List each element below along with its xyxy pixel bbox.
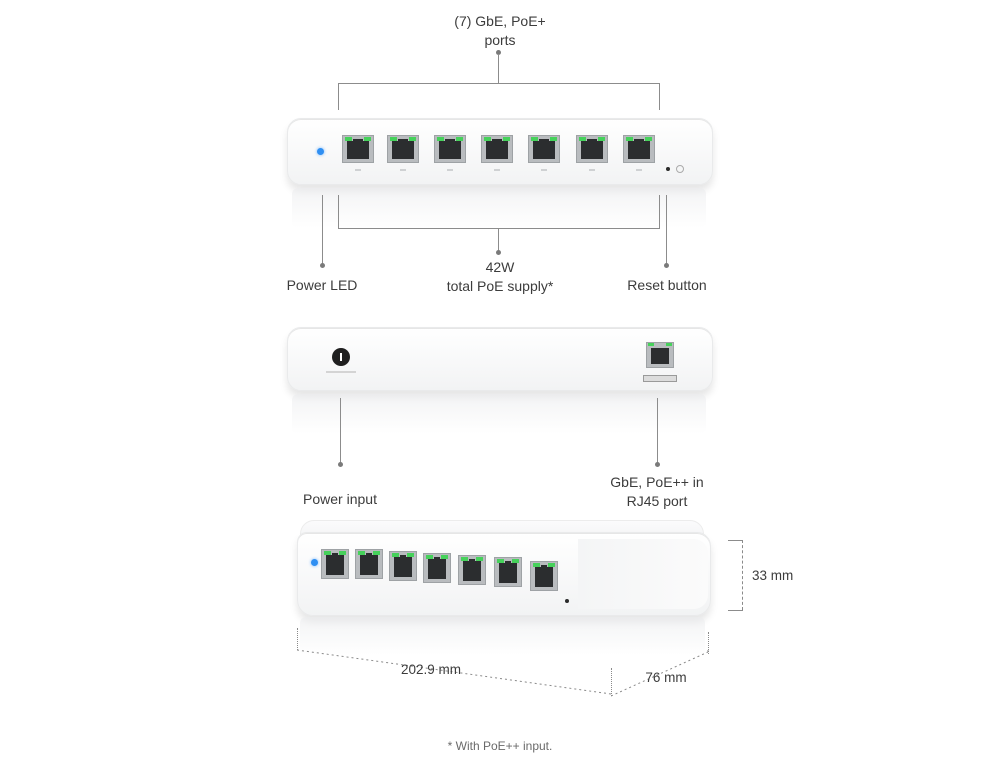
bracket-top-left — [338, 83, 339, 110]
bracket-bottom-left — [338, 195, 339, 228]
led-callout-dot — [320, 263, 325, 268]
perspective-reset-icon — [565, 599, 569, 603]
callout-line — [498, 54, 499, 84]
uplink-port-line1: GbE, PoE++ in — [610, 474, 704, 490]
power-input-caption — [326, 371, 356, 373]
bracket-top-right — [659, 83, 660, 110]
ports-label-line1: (7) GbE, PoE+ — [454, 13, 546, 29]
width-label: 202.9 mm — [400, 662, 462, 677]
uplink-callout-dot — [655, 462, 660, 467]
led-callout-line — [322, 195, 323, 265]
ethernet-port-3 — [434, 135, 466, 171]
ethernet-port-5 — [528, 135, 560, 171]
power-led-perspective — [311, 559, 318, 566]
width-dim-right-tick — [611, 668, 612, 696]
perspective-port-4 — [423, 553, 451, 583]
perspective-reflection — [300, 617, 705, 655]
power-input-label: Power input — [303, 491, 377, 507]
uplink-port — [646, 342, 674, 368]
bracket-bottom-right — [659, 195, 660, 228]
uplink-port-line2: RJ45 port — [626, 493, 688, 509]
ethernet-port-4 — [481, 135, 513, 171]
poe-supply-line1: 42W — [485, 259, 515, 275]
power-led-indicator — [317, 148, 324, 155]
reset-callout-line — [666, 195, 667, 265]
reset-button-icon — [666, 167, 670, 171]
bracket-top — [338, 83, 660, 84]
ethernet-port-6 — [576, 135, 608, 171]
uplink-callout-line — [657, 398, 658, 464]
uplink-port-label-box — [643, 375, 677, 382]
footnote: * With PoE++ input. — [447, 739, 553, 753]
depth-dim-right-tick — [708, 632, 709, 654]
ethernet-port-2 — [387, 135, 419, 171]
perspective-port-2 — [355, 549, 383, 579]
depth-label: 76 mm — [645, 670, 687, 685]
poe-callout-line — [498, 228, 499, 252]
power-input-callout-dot — [338, 462, 343, 467]
switch-rear-view — [287, 327, 713, 391]
ethernet-port-1 — [342, 135, 374, 171]
power-input-icon — [332, 348, 350, 366]
height-label: 33 mm — [752, 568, 794, 583]
height-dim-top-tick — [728, 540, 743, 541]
reset-callout-dot — [664, 263, 669, 268]
ethernet-port-7 — [623, 135, 655, 171]
poe-callout-dot — [496, 250, 501, 255]
bracket-bottom — [338, 228, 660, 229]
perspective-port-6 — [494, 557, 522, 587]
perspective-port-5 — [458, 555, 486, 585]
perspective-side — [578, 539, 708, 609]
front-reflection — [292, 188, 706, 228]
power-led-label: Power LED — [286, 277, 358, 293]
reset-button-label: Reset button — [627, 277, 707, 293]
ports-label: (7) GbE, PoE+ ports — [420, 12, 580, 50]
perspective-port-3 — [389, 551, 417, 581]
reset-symbol-icon — [676, 165, 684, 173]
poe-supply-label: 42W total PoE supply* — [420, 258, 580, 296]
perspective-port-1 — [321, 549, 349, 579]
power-input-callout-line — [340, 398, 341, 464]
switch-perspective-view — [297, 532, 711, 616]
height-dim-bottom-tick — [728, 610, 743, 611]
uplink-port-label: GbE, PoE++ in RJ45 port — [597, 473, 717, 511]
height-dim-line — [742, 540, 743, 610]
width-dim-left-tick — [297, 628, 298, 650]
rear-reflection — [292, 394, 706, 434]
callout-dot — [496, 50, 501, 55]
poe-supply-line2: total PoE supply* — [446, 278, 554, 294]
perspective-port-7 — [530, 561, 558, 591]
ports-label-line2: ports — [484, 32, 516, 48]
switch-front-view — [287, 118, 713, 185]
